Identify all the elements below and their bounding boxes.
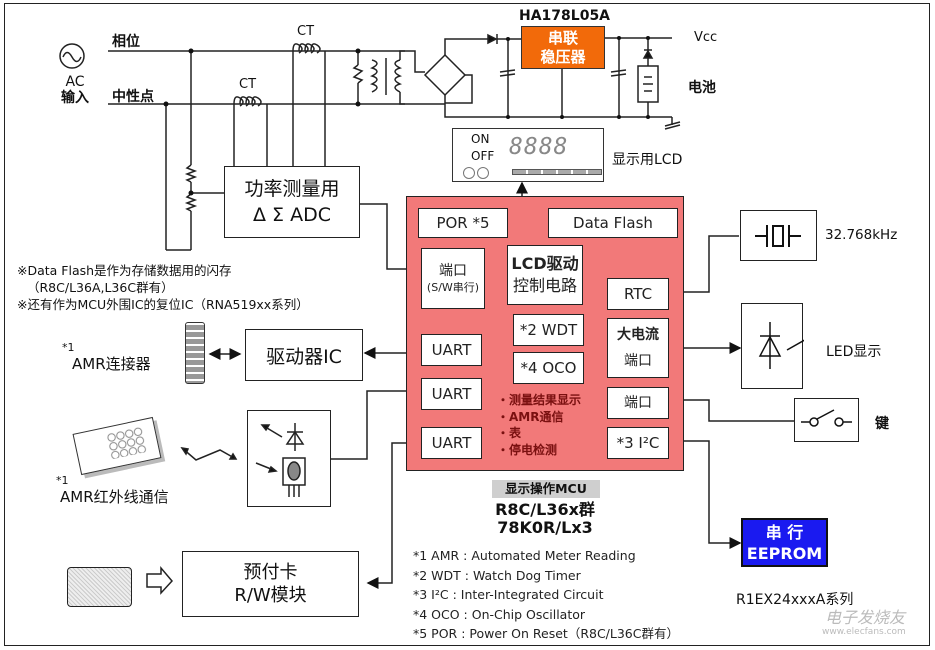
note-line: ※Data Flash是作为存储数据用的闪存 [17, 263, 232, 278]
footnote: *2 WDT : Watch Dog Timer [413, 567, 581, 583]
lcd-indicator-icon [463, 167, 475, 179]
port-label: 端口 [439, 262, 467, 279]
ir-transceiver-icon [255, 423, 306, 497]
battery-label: 电池 [688, 80, 716, 96]
amr-connector-label: AMR连接器 [72, 355, 151, 373]
mcu-function: ・表 [497, 426, 522, 440]
ct-label-phase: CT [297, 24, 315, 39]
ground-icon [664, 121, 681, 127]
series-regulator-block: 串联 稳压器 [521, 26, 605, 69]
ct-coil-phase [292, 43, 321, 54]
amr-ir-footnote: *1 [56, 474, 69, 487]
high-current-line2: 端口 [624, 353, 652, 369]
lcd-display: ON OFF 8888 [452, 128, 604, 182]
insert-arrow-icon [146, 565, 173, 595]
mcu-function: ・测量结果显示 [497, 393, 582, 407]
footnote: *1 AMR : Automated Meter Reading [413, 548, 636, 563]
uart-block-2: UART [421, 378, 482, 410]
data-flash-notes: ※Data Flash是作为存储数据用的闪存 （R8C/L36A,L36C群有）… [17, 262, 309, 313]
mcu-caption: 显示操作MCU [492, 480, 600, 498]
footnote: *4 OCO : On-Chip Oscillator [413, 606, 586, 622]
note-line: （R8C/L36A,L36C群有） [27, 280, 174, 295]
eeprom-line2: EEPROM [746, 543, 823, 563]
led-icon [758, 322, 804, 369]
led-label: LED显示 [826, 344, 882, 360]
data-flash-block: Data Flash [548, 208, 678, 238]
vcc-label: Vcc [694, 30, 718, 45]
ct-coil-neutral [233, 96, 262, 107]
rtc-block: RTC [607, 278, 669, 310]
i2c-block: *3 I²C [607, 427, 669, 459]
eeprom-line1: 串 行 [765, 522, 804, 542]
mcu-models: R8C/L36x群 78K0R/Lx3 [470, 501, 620, 537]
prepaid-line2: R/W模块 [234, 585, 307, 606]
key-label: 键 [875, 416, 889, 432]
footnote: *5 POR : Power On Reset（R8C/L36C群有） [413, 626, 679, 641]
power-measurement-adc: 功率测量用 Δ Σ ADC [224, 166, 360, 238]
adc-line2: Δ Σ ADC [253, 204, 331, 226]
ac-label: AC [65, 74, 85, 90]
regulator-line2: 稳压器 [540, 47, 586, 66]
amr-connector-icon [185, 322, 205, 384]
phase-label: 相位 [112, 34, 140, 50]
footnote: *3 I²C : Inter-Integrated Circuit [413, 587, 604, 602]
prepaid-card-icon [67, 567, 132, 607]
ct-label-neutral: CT [239, 77, 257, 92]
crystal-oscillator-block [740, 210, 817, 261]
driver-ic-block: 驱动器IC [245, 329, 363, 381]
port-sub-label: (S/W串行) [426, 280, 480, 294]
high-current-port-block: 大电流 端口 [607, 318, 669, 378]
lcd-off-label: OFF [471, 149, 495, 163]
lcd-driver-block: LCD驱动 控制电路 [507, 245, 583, 305]
prepaid-rw-module: 预付卡 R/W模块 [182, 551, 359, 617]
wdt-block: *2 WDT [513, 314, 584, 346]
ac-source-icon [59, 43, 85, 69]
crystal-icon [754, 224, 801, 247]
input-label: 输入 [61, 90, 89, 106]
regulator-part-number: HA178L05A [519, 8, 611, 24]
adc-line1: 功率测量用 [244, 178, 340, 200]
uart-block-1: UART [421, 334, 482, 366]
amr-connector-footnote: *1 [62, 341, 75, 354]
footnotes: *1 AMR : Automated Meter Reading *2 WDT … [413, 546, 679, 644]
prepaid-line1: 预付卡 [243, 562, 298, 583]
lcd-segment-bar [512, 169, 602, 175]
high-current-line1: 大电流 [617, 327, 659, 343]
ir-transceiver-block [247, 410, 331, 507]
serial-eeprom-block: 串 行 EEPROM [741, 518, 828, 567]
amr-ir-label: AMR红外线通信 [60, 488, 169, 506]
display-mcu: POR *5 Data Flash 端口 (S/W串行) LCD驱动 控制电路 … [406, 196, 684, 471]
lcd-label: 显示用LCD [612, 152, 683, 168]
oco-block: *4 OCO [513, 352, 584, 384]
lcd-on-label: ON [471, 132, 490, 146]
regulator-line1: 串联 [547, 28, 578, 47]
mcu-function: ・AMR通信 [497, 409, 564, 424]
lcd-driver-line2: 控制电路 [512, 276, 577, 295]
mcu-function-list: ・测量结果显示 ・AMR通信 ・表 ・停电检测 [497, 392, 581, 458]
eeprom-series-label: R1EX24xxxA系列 [736, 592, 854, 608]
lcd-digits: 8888 [509, 134, 569, 160]
mcu-model: 78K0R/Lx3 [497, 518, 593, 537]
note-line: ※还有作为MCU外围IC的复位IC（RNA519xx系列） [17, 297, 309, 312]
crystal-frequency-label: 32.768kHz [825, 227, 898, 243]
uart-block-3: UART [421, 427, 482, 459]
watermark-url: www.elecfans.com [822, 627, 906, 637]
lcd-driver-line1: LCD驱动 [511, 254, 579, 274]
ac-input-label: AC 输入 [61, 74, 89, 106]
switch-icon [801, 409, 852, 427]
sw-serial-port-block: 端口 (S/W串行) [421, 248, 485, 309]
bridge-rectifier-icon [423, 53, 467, 97]
por-block: POR *5 [418, 208, 508, 238]
led-block [741, 303, 804, 389]
key-switch-block[interactable] [794, 398, 859, 442]
mcu-model: R8C/L36x群 [495, 500, 595, 519]
lcd-indicator-icon [477, 167, 489, 179]
transformer-primary [369, 59, 378, 93]
neutral-label: 中性点 [112, 89, 154, 105]
mcu-function: ・停电检测 [497, 442, 558, 457]
port-block: 端口 [607, 387, 669, 419]
watermark-logo: 电子发烧友 [825, 608, 906, 627]
